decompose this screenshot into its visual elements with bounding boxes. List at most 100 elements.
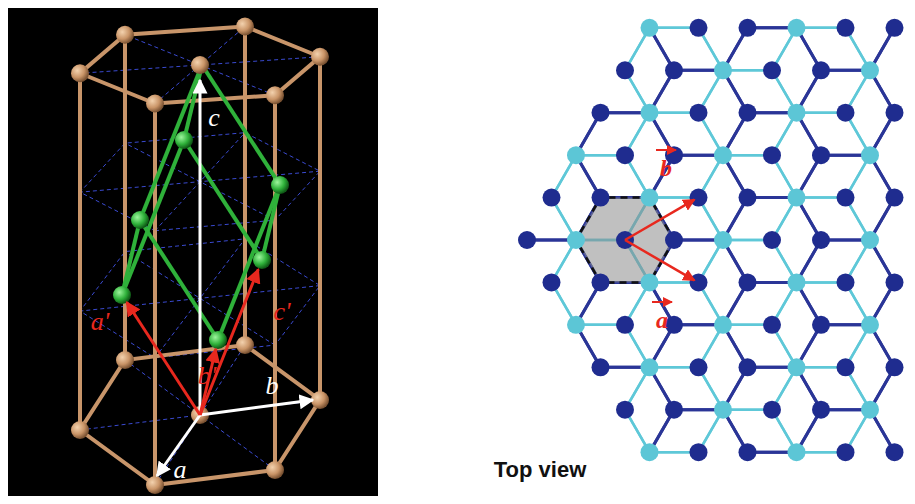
cell-edge <box>153 104 157 486</box>
atom <box>788 443 806 461</box>
atom <box>739 19 757 37</box>
atom <box>690 104 708 122</box>
atom <box>837 358 855 376</box>
atom <box>739 443 757 461</box>
atom <box>131 211 149 229</box>
atom <box>837 104 855 122</box>
cell-edge <box>78 73 82 430</box>
atom <box>518 231 536 249</box>
atom <box>616 401 634 419</box>
atom <box>714 61 732 79</box>
atom <box>191 56 209 74</box>
atom <box>665 401 683 419</box>
atom <box>714 401 732 419</box>
atom <box>146 95 164 113</box>
atom <box>116 351 134 369</box>
atom <box>236 18 254 36</box>
cell-edge <box>318 57 322 400</box>
vector-accent <box>652 301 672 303</box>
atom <box>837 19 855 37</box>
atom <box>861 401 879 419</box>
atom <box>567 146 585 164</box>
axis-arrow <box>127 302 200 415</box>
atom <box>665 231 683 249</box>
rhombohedral-edge <box>202 65 280 185</box>
atom <box>236 336 254 354</box>
atom <box>116 26 134 44</box>
axis-label: c <box>208 105 220 131</box>
lattice-vectors <box>652 150 676 302</box>
atom <box>788 273 806 291</box>
atom <box>886 443 904 461</box>
rhombohedral-edge <box>140 65 202 220</box>
atom <box>763 61 781 79</box>
atom <box>739 104 757 122</box>
vector-label: a <box>656 308 668 332</box>
atom <box>861 316 879 334</box>
atom <box>641 189 659 207</box>
atom <box>311 391 329 409</box>
axis-label: b' <box>198 363 217 389</box>
atom <box>616 316 634 334</box>
atom <box>861 61 879 79</box>
atom <box>886 189 904 207</box>
atom <box>113 286 131 304</box>
axis-label: b <box>266 373 279 399</box>
atom <box>641 19 659 37</box>
atom <box>812 316 830 334</box>
atom <box>641 358 659 376</box>
atom <box>266 461 284 479</box>
atom <box>886 358 904 376</box>
cell-edge <box>273 95 277 470</box>
atom <box>266 86 284 104</box>
atom <box>763 401 781 419</box>
atom <box>886 104 904 122</box>
atom <box>812 401 830 419</box>
atom <box>641 104 659 122</box>
axis-label: c' <box>273 299 290 325</box>
atom <box>861 231 879 249</box>
lattice-vector <box>625 240 695 280</box>
atom <box>763 231 781 249</box>
atom <box>543 189 561 207</box>
vector-accent <box>656 149 676 151</box>
atom <box>690 189 708 207</box>
atom <box>175 131 193 149</box>
atom <box>616 61 634 79</box>
atom <box>690 273 708 291</box>
dark-panel <box>8 8 378 496</box>
atom <box>739 189 757 207</box>
atom <box>788 189 806 207</box>
atom <box>812 61 830 79</box>
rhombohedral-edge <box>184 140 262 260</box>
atom <box>641 273 659 291</box>
atom <box>714 316 732 334</box>
atom <box>592 358 610 376</box>
atom <box>592 189 610 207</box>
atom <box>690 443 708 461</box>
atom <box>812 231 830 249</box>
atom <box>788 358 806 376</box>
atom <box>71 421 89 439</box>
atom <box>763 146 781 164</box>
vector-label: b <box>660 156 672 180</box>
cell-edge <box>123 35 127 360</box>
layer-line <box>80 57 320 74</box>
atom <box>714 146 732 164</box>
atom <box>837 189 855 207</box>
rhombohedral-edge <box>140 220 218 340</box>
atom <box>616 146 634 164</box>
atom <box>812 146 830 164</box>
atom <box>739 358 757 376</box>
atom <box>788 104 806 122</box>
atom <box>543 273 561 291</box>
honeycomb-lattice <box>518 19 904 461</box>
atom <box>714 231 732 249</box>
atom <box>592 104 610 122</box>
atom <box>665 61 683 79</box>
atom <box>311 48 329 66</box>
rhombohedral-edge <box>262 185 280 260</box>
axis-arrow <box>200 400 313 415</box>
axis-label: a' <box>91 309 110 335</box>
